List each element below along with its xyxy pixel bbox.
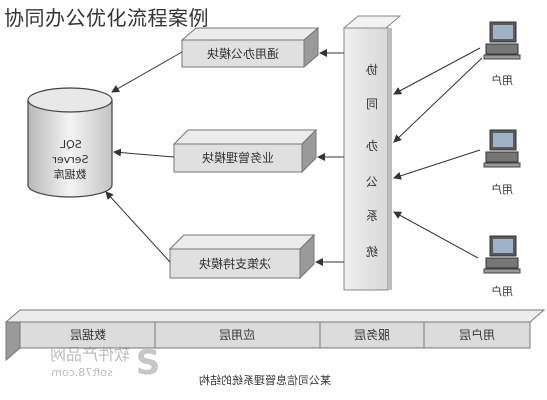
arrow-module3-to-db [105, 191, 171, 263]
user-label-2: 用户 [491, 182, 513, 196]
computer-icon [483, 235, 521, 274]
computer-icon [483, 21, 521, 60]
module-box-general-office: 通用办公模块 [180, 26, 320, 69]
db-label-1: SQL [59, 138, 82, 151]
database-cylinder: SQL Server 数据库 [27, 87, 113, 198]
layer-label-user: 用户层 [459, 327, 495, 342]
module-label-2: 业务管理模块 [202, 150, 274, 165]
db-label-3: 数据库 [54, 167, 87, 181]
layer-label-data: 数据层 [70, 327, 106, 342]
module-box-business-mgmt: 业务管理模块 [172, 128, 318, 174]
arrow-module2-to-db [113, 148, 175, 158]
computer-icon [483, 129, 521, 168]
user-label-3: 用户 [491, 284, 513, 298]
platform-char-6: 统 [366, 245, 378, 259]
db-label-2: Server [52, 153, 89, 166]
platform-char-3: 办 [366, 138, 378, 153]
watermark-brand: 软件产品网 [50, 345, 130, 364]
user-label-1: 用户 [491, 73, 513, 87]
watermark-url: soft78.com [51, 366, 112, 379]
platform-char-5: 系 [366, 209, 378, 223]
module-box-decision-support: 决策支持模块 [168, 233, 316, 280]
arrow-module1-to-db [111, 51, 183, 93]
arrow-user1-to-column [393, 47, 481, 95]
module-label-1: 通用办公模块 [207, 46, 279, 61]
arrow-user3-to-column [393, 211, 479, 259]
platform-char-2: 同 [366, 97, 378, 111]
layer-label-app: 应用层 [219, 327, 255, 342]
arrow-user2-to-column [393, 149, 481, 180]
layer-bar: 数据层 应用层 服务层 用户层 [4, 309, 546, 362]
platform-char-4: 公 [366, 175, 378, 189]
arrow-user1b-to-column [393, 57, 483, 143]
page-title: 协同办公优化流程案例 [4, 6, 209, 30]
platform-column: 协 同 办 公 系 统 [342, 15, 402, 291]
connector-arrows [105, 47, 483, 266]
watermark: 软件产品网 soft78.com S [50, 343, 160, 383]
layer-label-service: 服务层 [354, 327, 390, 342]
diagram-caption: 某公司信息管理系统的结构 [199, 373, 331, 387]
module-label-3: 决策支持模块 [199, 256, 271, 271]
watermark-logo-s: S [136, 343, 161, 383]
platform-char-1: 协 [366, 62, 378, 77]
